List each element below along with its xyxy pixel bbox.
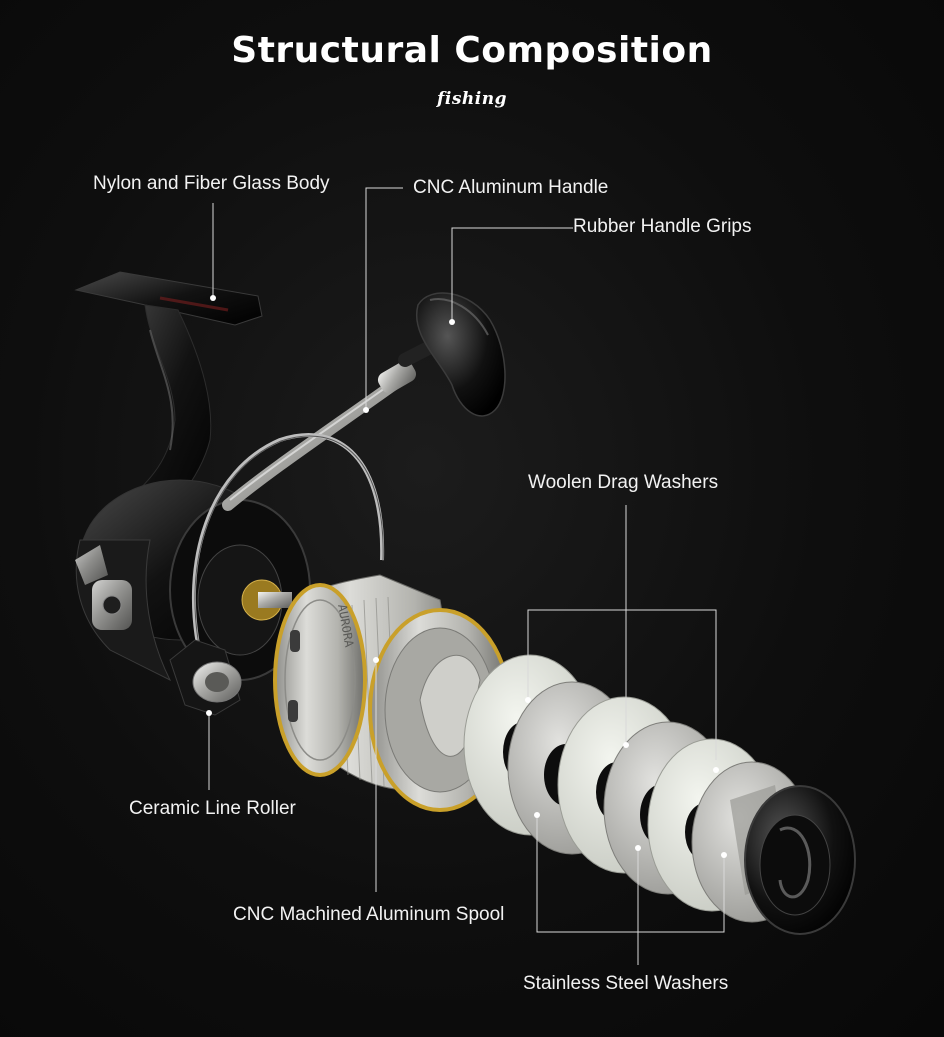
leader-woolen-dot-3 — [525, 697, 531, 703]
leader-handle — [365, 187, 403, 410]
line-roller — [169, 639, 242, 716]
page-title: Structural Composition — [231, 30, 713, 71]
leader-steel-dot-2 — [635, 845, 641, 851]
label-woolen: Woolen Drag Washers — [528, 472, 719, 493]
leader-roller-dot — [206, 710, 212, 716]
label-handle: CNC Aluminum Handle — [413, 177, 609, 198]
drag-washer-stack — [463, 654, 856, 935]
leader-woolen-dot-2 — [713, 767, 719, 773]
reel-body — [75, 304, 311, 682]
brand-logo: fishing — [437, 89, 507, 109]
leader-handle-dot — [363, 407, 369, 413]
leader-spool-dot — [373, 657, 379, 663]
leader-woolen-bracket — [527, 609, 717, 760]
label-body: Nylon and Fiber Glass Body — [93, 173, 330, 194]
handle-knob — [398, 292, 506, 417]
drag-knob — [744, 785, 856, 935]
label-spool: CNC Machined Aluminum Spool — [233, 904, 505, 925]
handle-arm — [222, 360, 417, 511]
label-roller: Ceramic Line Roller — [129, 798, 296, 819]
label-grips: Rubber Handle Grips — [573, 216, 752, 237]
bail-wire — [192, 433, 385, 657]
leader-steel-bracket — [536, 815, 725, 933]
leader-body-dot — [210, 295, 216, 301]
leader-steel-dot-3 — [721, 852, 727, 858]
leader-woolen-dot-1 — [623, 742, 629, 748]
leader-steel-dot-1 — [534, 812, 540, 818]
label-steel: Stainless Steel Washers — [523, 973, 729, 994]
leader-grips — [451, 227, 573, 322]
leader-grips-dot — [449, 319, 455, 325]
